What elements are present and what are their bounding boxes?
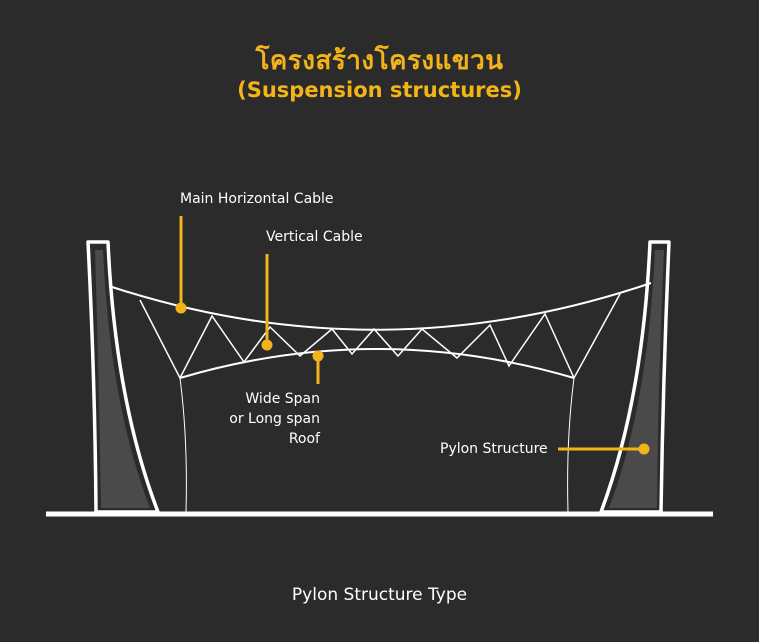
wide-span-label-line3: Roof [288,431,320,447]
main-cable [108,282,652,331]
right-pylon-fill [609,250,664,508]
title-thai: โครงสร้างโครงแขวน [255,46,504,76]
main-cable-marker [175,302,187,314]
main-cable-label: Main Horizontal Cable [180,191,334,207]
wide-span-label-line1: Wide Span [245,391,320,407]
diagram-caption: Pylon Structure Type [291,585,468,605]
vertical-cable-label: Vertical Cable [266,229,363,245]
wide-span-label: Wide Span or Long span Roof [210,389,320,449]
title-english: (Suspension structures) [237,78,522,102]
right-hanger [567,377,575,513]
roof-chord [179,348,575,379]
wide-span-marker [312,350,324,362]
truss-web [139,293,621,380]
wide-span-label-line2: or Long span [229,411,320,427]
vertical-cable-marker [261,339,273,351]
pylon-marker [638,443,650,455]
left-hanger [179,377,187,513]
left-pylon-fill [95,250,150,508]
pylon-label: Pylon Structure [440,441,548,457]
